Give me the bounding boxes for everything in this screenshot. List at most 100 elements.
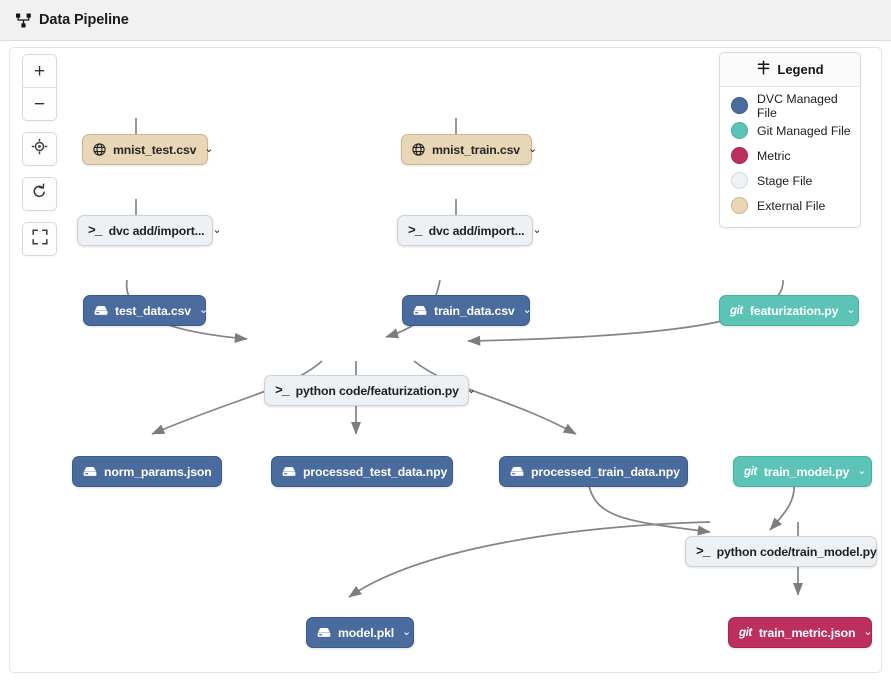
graph-node-model_pkl[interactable]: model.pkl ⌄ (306, 617, 414, 648)
graph-node-dvc_add_test[interactable]: >_ dvc add/import... ⌄ (77, 215, 222, 246)
legend-item-metric: Metric (720, 143, 860, 168)
database-icon (83, 465, 97, 478)
zoom-in-button[interactable]: + (23, 55, 56, 87)
graph-node-stage_train[interactable]: >_python code/train_model.py⌄ (685, 536, 877, 567)
database-icon (282, 465, 296, 478)
legend-swatch (731, 97, 748, 114)
target-icon (31, 138, 48, 160)
graph-node-train_data[interactable]: train_data.csv ⌄ (402, 295, 532, 326)
legend-header: Legend (720, 53, 860, 87)
center-control-group (22, 132, 57, 166)
graph-node-stage_featurize[interactable]: >_ python code/featurization.py ⌄ (264, 375, 476, 406)
chevron-down-icon[interactable]: ⌄ (455, 465, 465, 477)
chevron-down-icon[interactable]: ⌄ (863, 626, 873, 638)
globe-icon (93, 143, 106, 156)
graph-node-mnist_test[interactable]: mnist_test.csv⌄ (82, 134, 214, 165)
graph-node-test_data[interactable]: test_data.csv ⌄ (83, 295, 209, 326)
chevron-down-icon[interactable]: ⌄ (204, 143, 214, 155)
graph-node-label: dvc add/import... (428, 223, 525, 238)
graph-node-label: train_metric.json (758, 625, 856, 640)
legend-swatch (731, 172, 748, 189)
chevron-down-icon[interactable]: ⌄ (198, 304, 209, 316)
database-icon (413, 304, 427, 317)
graph-node-label: dvc add/import... (108, 223, 205, 238)
chevron-down-icon[interactable]: ⌄ (219, 465, 229, 477)
legend-item-git: Git Managed File (720, 118, 860, 143)
legend-item-stage: Stage File (720, 168, 860, 193)
fullscreen-button[interactable] (23, 223, 56, 255)
terminal-icon: >_ (275, 383, 290, 398)
git-icon: git (744, 465, 757, 478)
legend-icon (756, 59, 771, 80)
legend-item-external: External File (720, 193, 860, 218)
graph-node-label: processed_test_data.npy (303, 464, 448, 479)
chevron-down-icon[interactable]: ⌄ (527, 143, 538, 155)
graph-node-mnist_train[interactable]: mnist_train.csv ⌄ (401, 134, 537, 165)
chevron-down-icon[interactable]: ⌄ (532, 224, 542, 236)
terminal-icon: >_ (88, 223, 103, 238)
graph-node-label: test_data.csv (115, 303, 191, 318)
minus-icon: − (33, 93, 46, 115)
graph-node-label: train_data.csv (434, 303, 515, 318)
chevron-down-icon[interactable]: ⌄ (466, 384, 477, 396)
legend-swatch (731, 147, 748, 164)
graph-node-norm_params[interactable]: norm_params.json ⌄ (72, 456, 229, 487)
legend-panel: Legend DVC Managed File Git Managed File… (719, 52, 861, 228)
graph-node-dvc_add_train[interactable]: >_ dvc add/import... ⌄ (397, 215, 542, 246)
chevron-down-icon[interactable]: ⌄ (857, 465, 867, 477)
terminal-icon: >_ (408, 223, 423, 238)
graph-node-label: mnist_train.csv (432, 142, 520, 157)
terminal-icon: >_ (696, 544, 711, 559)
graph-node-label: norm_params.json (104, 464, 212, 479)
graph-node-label: processed_train_data.npy (531, 464, 680, 479)
database-icon (317, 626, 331, 639)
legend-items: DVC Managed File Git Managed File Metric… (720, 87, 860, 227)
graph-node-label: model.pkl (338, 625, 395, 640)
legend-swatch (731, 122, 748, 139)
legend-item-label: DVC Managed File (757, 91, 838, 120)
plus-icon: + (33, 60, 46, 82)
git-icon: git (730, 304, 743, 317)
chevron-down-icon[interactable]: ⌄ (687, 465, 698, 477)
graph-node-train_metric[interactable]: git train_metric.json ⌄ (728, 617, 873, 648)
chevron-down-icon[interactable]: ⌄ (402, 626, 412, 638)
graph-node-featurization_py[interactable]: git featurization.py ⌄ (719, 295, 859, 326)
graph-node-label: python code/train_model.py (716, 544, 877, 559)
edge-processed_train-stage_train (587, 480, 711, 536)
legend-item-label: External File (757, 198, 826, 213)
chevron-down-icon[interactable]: ⌄ (846, 304, 856, 316)
graph-node-train_model_py[interactable]: git train_model.py ⌄ (733, 456, 872, 487)
edge-train_model_py-stage_train (769, 480, 796, 531)
fullscreen-icon (31, 228, 48, 250)
graph-node-label: python code/featurization.py (295, 383, 459, 398)
legend-item-label: Stage File (757, 173, 813, 188)
globe-icon (412, 143, 425, 156)
fullscreen-control-group (22, 222, 57, 256)
reset-icon (31, 183, 48, 205)
graph-node-label: featurization.py (749, 303, 839, 318)
window-title: Data Pipeline (39, 12, 129, 28)
database-icon (94, 304, 108, 317)
legend-item-label: Metric (757, 148, 791, 163)
chevron-down-icon[interactable]: ⌄ (522, 304, 532, 316)
legend-item-label: Git Managed File (757, 123, 851, 138)
database-icon (510, 465, 524, 478)
chevron-down-icon[interactable]: ⌄ (212, 224, 222, 236)
pipeline-icon (14, 11, 32, 29)
reset-view-button[interactable] (23, 178, 56, 210)
edge-stage_train-model_pkl (348, 521, 711, 598)
graph-canvas[interactable]: + − (9, 47, 882, 673)
graph-node-processed_train[interactable]: processed_train_data.npy ⌄ (499, 456, 697, 487)
reset-control-group (22, 177, 57, 211)
legend-swatch (731, 197, 748, 214)
git-icon: git (739, 626, 752, 639)
zoom-out-button[interactable]: − (23, 87, 56, 120)
graph-node-processed_test[interactable]: processed_test_data.npy ⌄ (271, 456, 464, 487)
graph-node-label: train_model.py (763, 464, 850, 479)
canvas-controls: + − (22, 54, 57, 267)
legend-item-dvc: DVC Managed File (720, 91, 860, 120)
zoom-control-group: + − (22, 54, 57, 121)
window-titlebar: Data Pipeline (0, 0, 891, 41)
center-view-button[interactable] (23, 133, 56, 165)
